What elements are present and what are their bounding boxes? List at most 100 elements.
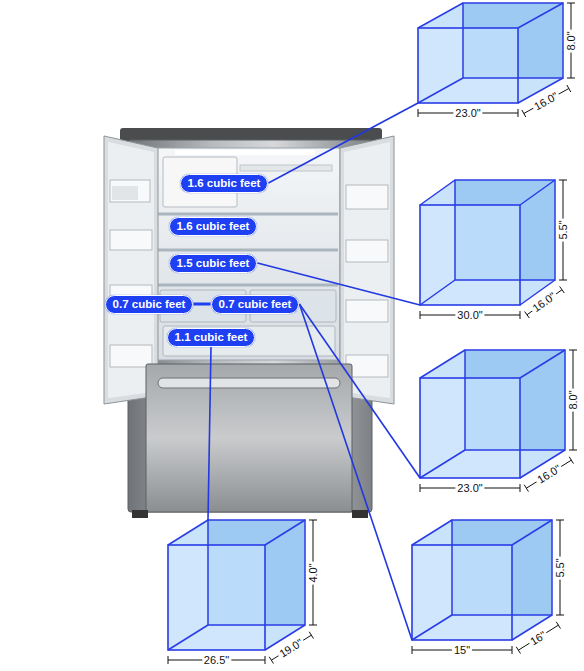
dimension-label: 30.0": [455, 309, 484, 321]
volume-pill: 0.7 cubic feet: [211, 295, 300, 314]
dimension-tick: [520, 311, 521, 319]
leader-line: [268, 103, 418, 183]
dimension-tick: [556, 615, 564, 616]
dimension-tick: [569, 457, 573, 464]
cube-edge: [412, 545, 512, 640]
cube-edge: [168, 625, 208, 650]
cube-edge: [412, 520, 452, 545]
cube-edge: [420, 180, 455, 205]
dimension-line: [524, 88, 569, 113]
dimension-tick: [309, 632, 313, 639]
dimension-tick: [567, 78, 575, 79]
cube-front-face: [412, 545, 512, 640]
leader-line: [208, 347, 211, 521]
cube-edge: [512, 520, 552, 545]
cube-fill: [412, 520, 552, 640]
dimension-tick: [518, 109, 519, 117]
dimension-tick: [516, 647, 520, 654]
cube-edge: [420, 350, 465, 378]
dimension-label: 8.0": [567, 388, 579, 411]
dimension-tick: [512, 646, 513, 654]
cube-edge: [418, 78, 463, 103]
dimension-tick: [168, 656, 169, 664]
volume-text: 1.6 cubic feet: [177, 220, 250, 232]
dimension-label: 8.0": [565, 29, 577, 52]
volume-pill: 1.5 cubic feet: [169, 254, 258, 273]
cube-fill: [418, 3, 563, 103]
dimension-tick: [420, 311, 421, 319]
volume-pill: 0.7 cubic feet: [105, 295, 194, 314]
dimension-tick: [569, 450, 577, 451]
dimension-tick: [522, 110, 526, 117]
cube-front-face: [420, 205, 520, 305]
cube-edge: [420, 280, 455, 305]
dimension-tick: [412, 646, 413, 654]
dimension-tick: [269, 657, 273, 664]
cube-edge: [420, 205, 520, 305]
pill-connector: [193, 303, 210, 306]
cube-edge: [420, 450, 465, 478]
cube-front-face: [420, 378, 520, 478]
cube-edge: [265, 520, 305, 545]
cube-edge: [520, 350, 565, 378]
cube-edge: [418, 3, 463, 28]
dimension-label: 16": [527, 627, 550, 648]
cube-fill: [420, 350, 565, 478]
cube-edge: [520, 180, 555, 205]
dimension-label: 15": [452, 644, 472, 656]
cube-fill: [168, 520, 305, 650]
dimension-tick: [567, 3, 575, 4]
cube-fill: [420, 180, 555, 305]
volume-text: 1.1 cubic feet: [175, 331, 248, 343]
cube-edge: [168, 545, 265, 650]
dimension-tick: [418, 109, 419, 117]
dimension-tick: [265, 656, 266, 664]
dimension-tick: [520, 484, 521, 492]
dimension-tick: [559, 180, 567, 181]
dimension-label: 23.0": [455, 482, 484, 494]
cube-edge: [518, 3, 563, 28]
cube-edge: [208, 520, 305, 625]
dimension-line: [518, 625, 558, 650]
dimension-tick: [559, 280, 567, 281]
dimension-tick: [556, 622, 560, 629]
volume-pill: 1.6 cubic feet: [169, 217, 258, 236]
cube-edge: [465, 350, 565, 450]
dimension-tick: [525, 312, 530, 319]
leader-line: [299, 304, 412, 640]
dimension-tick: [560, 287, 565, 294]
cube-edge: [452, 520, 552, 615]
dimension-label: 5.5": [554, 556, 566, 579]
volume-pill: 1.6 cubic feet: [180, 174, 269, 193]
cube-edge: [418, 28, 518, 103]
cube-edge: [412, 615, 452, 640]
cube-front-face: [418, 28, 518, 103]
dimension-line: [526, 460, 571, 488]
dimension-tick: [309, 520, 317, 521]
volume-text: 0.7 cubic feet: [113, 298, 186, 310]
volume-pill: 1.1 cubic feet: [167, 328, 256, 347]
volume-text: 0.7 cubic feet: [219, 298, 292, 310]
volume-text: 1.6 cubic feet: [188, 177, 261, 189]
dimension-label: 4.0": [307, 561, 319, 584]
cube-edge: [455, 180, 555, 280]
dimension-line: [271, 635, 311, 660]
cube-edge: [420, 378, 520, 478]
dimension-tick: [567, 85, 571, 92]
dimension-label: 5.5": [557, 218, 569, 241]
dimension-tick: [556, 520, 564, 521]
dimension-tick: [420, 484, 421, 492]
dimension-tick: [309, 625, 317, 626]
dimension-label: 26.5": [202, 654, 231, 666]
cube-edge: [168, 520, 208, 545]
dimension-label: 23.0": [453, 107, 482, 119]
cube-front-face: [168, 545, 265, 650]
volume-text: 1.5 cubic feet: [177, 257, 250, 269]
leader-line: [299, 304, 420, 478]
dimension-line: [527, 290, 562, 315]
dimension-tick: [524, 485, 528, 492]
dimension-tick: [569, 350, 577, 351]
